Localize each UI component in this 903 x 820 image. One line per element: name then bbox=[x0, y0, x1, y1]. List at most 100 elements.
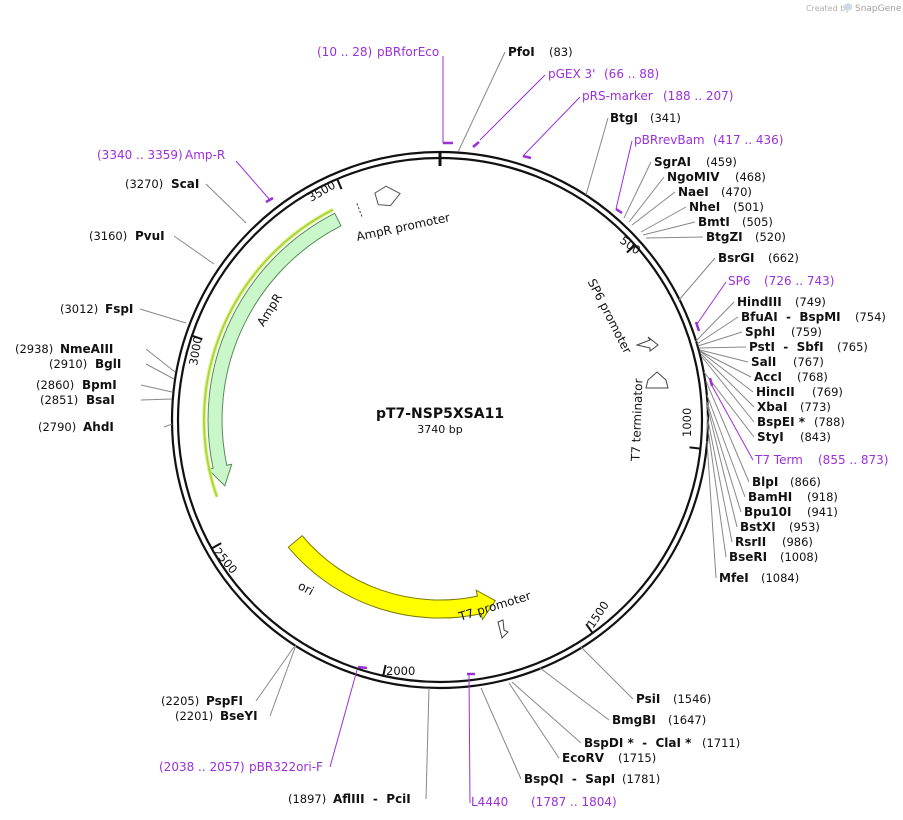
leader-blpi bbox=[705, 380, 750, 483]
leader-xbai bbox=[700, 353, 755, 408]
enzyme-bpu10i[interactable]: Bpu10I bbox=[744, 505, 791, 519]
enzyme-btgi[interactable]: BtgI bbox=[610, 111, 638, 125]
ori-feature-arrow[interactable] bbox=[287, 534, 497, 621]
enzyme-pvui-pos: (3160) bbox=[89, 229, 127, 243]
primer-t7term[interactable]: T7 Term bbox=[754, 453, 803, 467]
enzyme-bpmi[interactable]: BpmI bbox=[82, 378, 117, 392]
primer-leader-prs-marker bbox=[522, 96, 581, 157]
primer-amp-r[interactable]: Amp-R bbox=[185, 148, 225, 162]
leader-afliii bbox=[425, 687, 430, 800]
t7-promoter-arrow[interactable] bbox=[497, 619, 509, 639]
leader-lines bbox=[139, 51, 755, 800]
leader-ngomiv bbox=[628, 176, 665, 223]
enzyme-acci[interactable]: AccI bbox=[754, 370, 782, 384]
enzyme-sgrai[interactable]: SgrAI bbox=[654, 155, 691, 169]
enzyme-xbai[interactable]: XbaI bbox=[757, 400, 787, 414]
enzyme-bmgbi[interactable]: BmgBI bbox=[612, 713, 656, 727]
primer-l4440[interactable]: L4440 bbox=[471, 795, 508, 809]
ampr-promoter-arrow[interactable] bbox=[374, 185, 401, 207]
enzyme-psti-sbfi[interactable]: PstI - SbfI bbox=[749, 340, 824, 354]
enzyme-fspi[interactable]: FspI bbox=[105, 302, 133, 316]
primer-site-t7-term[interactable] bbox=[708, 377, 714, 387]
primer-site-pbrrevbam[interactable] bbox=[615, 207, 623, 215]
enzyme-sphi[interactable]: SphI bbox=[745, 325, 775, 339]
enzyme-blpi[interactable]: BlpI bbox=[752, 475, 778, 489]
enzyme-ngomiv[interactable]: NgoMIV bbox=[667, 170, 720, 184]
primer-leader-l4440 bbox=[468, 673, 471, 804]
enzyme-btgzi-pos: (520) bbox=[755, 230, 786, 244]
enzyme-labels: PfoI (83) BtgI (341) SgrAI (459) NgoMIV … bbox=[15, 45, 886, 806]
enzyme-bspqi-sapi[interactable]: BspQI - SapI bbox=[524, 772, 615, 786]
primer-site-pgex-3-[interactable] bbox=[472, 141, 480, 148]
enzyme-nhei[interactable]: NheI bbox=[689, 200, 720, 214]
enzyme-pvui[interactable]: PvuI bbox=[135, 229, 165, 243]
enzyme-mfei[interactable]: MfeI bbox=[719, 571, 749, 585]
enzyme-pspfi[interactable]: PspFI bbox=[206, 694, 243, 708]
enzyme-styi[interactable]: StyI bbox=[757, 430, 784, 444]
snapgene-logo-icon bbox=[844, 3, 852, 11]
tick-mark-1500 bbox=[585, 623, 594, 634]
enzyme-bstxi[interactable]: BstXI bbox=[740, 520, 776, 534]
primer-site-sp6[interactable] bbox=[694, 321, 701, 332]
primer-pbrrevbam[interactable]: pBRrevBam bbox=[634, 133, 705, 147]
leader-sphi bbox=[697, 331, 743, 347]
enzyme-bgli[interactable]: BglI bbox=[95, 357, 121, 371]
enzyme-bmti[interactable]: BmtI bbox=[698, 215, 730, 229]
enzyme-sali[interactable]: SalI bbox=[751, 355, 776, 369]
enzyme-hincii[interactable]: HincII bbox=[756, 385, 795, 399]
leader-sgrai bbox=[623, 161, 652, 219]
t7-terminator-arrow[interactable] bbox=[645, 371, 669, 389]
primer-amp-r-range: (3340 .. 3359) bbox=[97, 148, 183, 162]
leader-psti bbox=[698, 346, 747, 349]
enzyme-bseyi[interactable]: BseYI bbox=[220, 709, 258, 723]
primer-leader-sp6 bbox=[696, 281, 727, 325]
primer-pgex3[interactable]: pGEX 3' bbox=[548, 67, 595, 81]
leader-bstxi bbox=[706, 404, 738, 528]
tick-label-2000: 2000 bbox=[386, 664, 415, 678]
tick-label-3000: 3000 bbox=[186, 335, 205, 366]
snapgene-brand: SnapGene bbox=[855, 4, 902, 14]
leader-bsrgi bbox=[678, 257, 716, 301]
primer-leader-pgex-3- bbox=[479, 74, 546, 141]
leader-bspei bbox=[701, 356, 755, 423]
leader-bgli bbox=[145, 363, 175, 380]
enzyme-rsrii[interactable]: RsrII bbox=[735, 535, 766, 549]
primer-pbrforeco[interactable]: pBRforEco bbox=[377, 45, 439, 59]
enzyme-bsrgi[interactable]: BsrGI bbox=[718, 251, 755, 265]
leader-bpu10i bbox=[706, 401, 742, 513]
enzyme-hindiii[interactable]: HindIII bbox=[737, 295, 782, 309]
leader-nmeaiii bbox=[145, 348, 176, 373]
enzyme-ecorv[interactable]: EcoRV bbox=[562, 751, 605, 765]
enzyme-bfuai-bspmi[interactable]: BfuAI - BspMI bbox=[741, 310, 841, 324]
enzyme-psii[interactable]: PsiI bbox=[636, 692, 660, 706]
enzyme-naei[interactable]: NaeI bbox=[678, 185, 709, 199]
enzyme-btgzi[interactable]: BtgZI bbox=[706, 230, 743, 244]
leader-btgzi bbox=[645, 236, 704, 239]
enzyme-bamhi-pos: (918) bbox=[807, 490, 838, 504]
enzyme-ahdi[interactable]: AhdI bbox=[83, 420, 114, 434]
primer-site-prs-marker[interactable] bbox=[522, 154, 532, 160]
primer-site-amp-r[interactable] bbox=[265, 196, 274, 204]
enzyme-pfoi[interactable]: PfoI bbox=[508, 45, 535, 59]
primer-site-pbr322ori-f[interactable] bbox=[357, 665, 368, 670]
enzyme-afliii-pcii[interactable]: AflIII - PciI bbox=[333, 792, 411, 806]
primer-pbr322ori-f[interactable]: pBR322ori-F bbox=[249, 760, 323, 774]
enzyme-bsai[interactable]: BsaI bbox=[86, 393, 115, 407]
enzyme-bseri[interactable]: BseRI bbox=[729, 550, 767, 564]
tick-label-500: 500 bbox=[617, 233, 643, 257]
enzyme-scai[interactable]: ScaI bbox=[171, 177, 199, 191]
sp6-promoter-arrow[interactable] bbox=[635, 336, 659, 352]
leader-ahdi bbox=[163, 423, 173, 428]
enzyme-bspei[interactable]: BspEI * bbox=[757, 415, 806, 429]
enzyme-nmeaiii[interactable]: NmeAIII bbox=[60, 342, 113, 356]
leader-pfoi bbox=[457, 51, 506, 153]
primer-sp6[interactable]: SP6 bbox=[728, 274, 751, 288]
leader-naei bbox=[631, 191, 676, 226]
primer-pbrforeco-range: (10 .. 28) bbox=[317, 45, 372, 59]
enzyme-blpi-pos: (866) bbox=[790, 475, 821, 489]
ampr-feature-arrow[interactable] bbox=[207, 212, 342, 487]
enzyme-bspdi-clai[interactable]: BspDI * - ClaI * bbox=[584, 736, 692, 750]
enzyme-bamhi[interactable]: BamHI bbox=[748, 490, 792, 504]
leader-pvui bbox=[173, 235, 215, 265]
primer-prs-marker[interactable]: pRS-marker bbox=[582, 89, 653, 103]
